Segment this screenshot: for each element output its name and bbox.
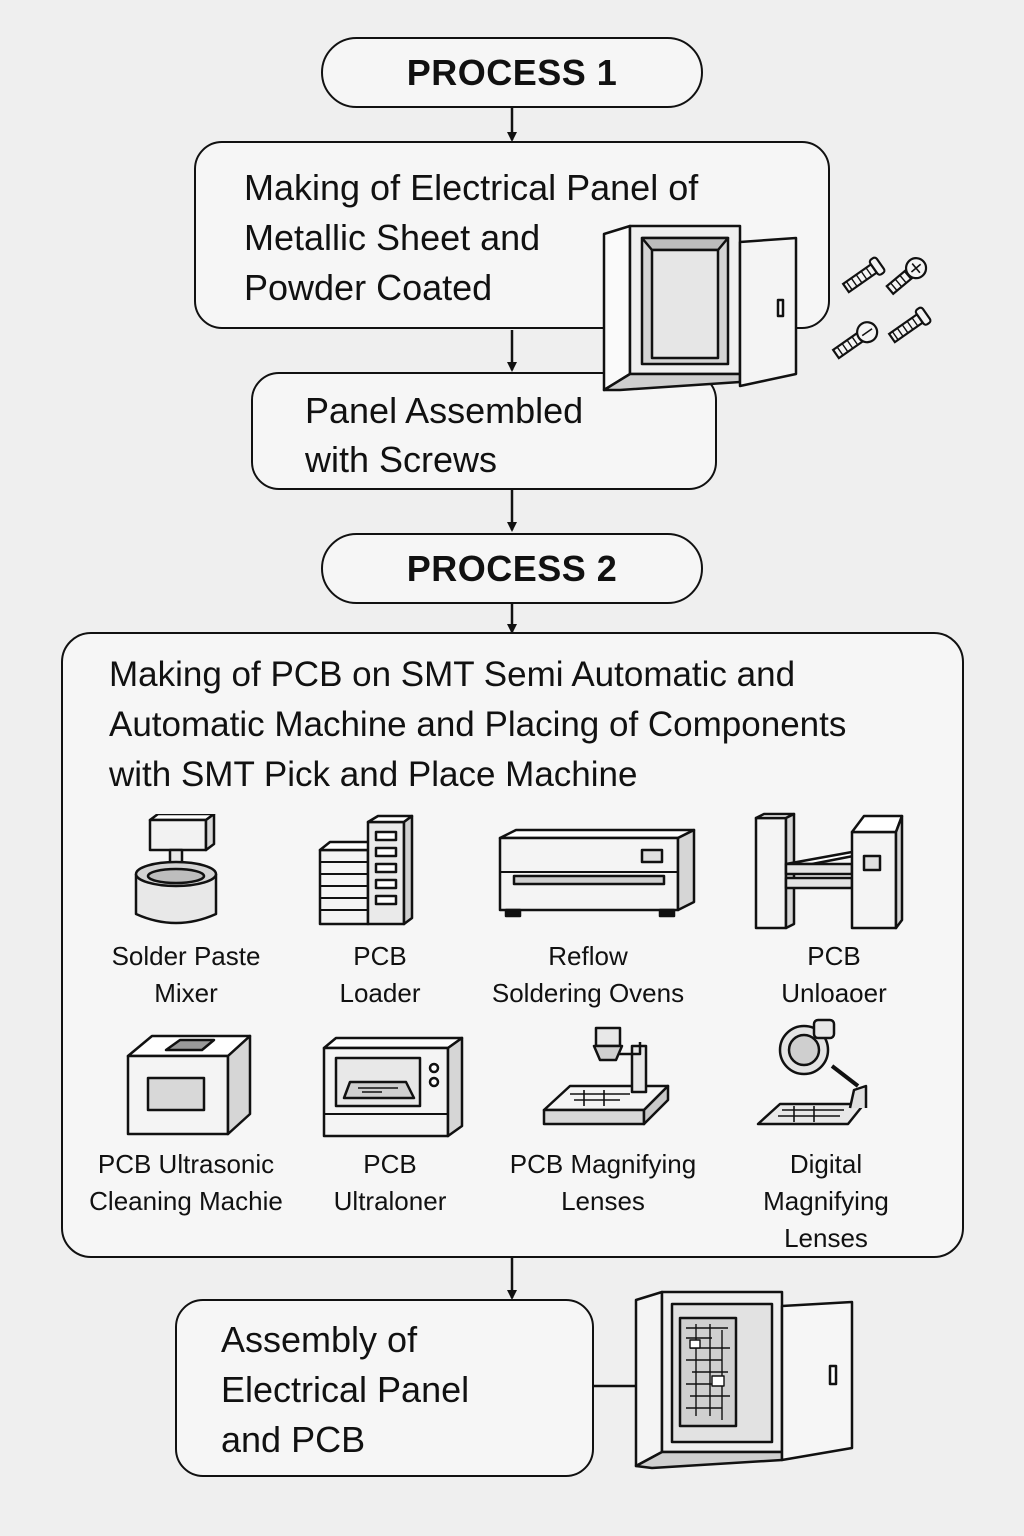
- step2-line: with Screws: [305, 439, 498, 480]
- screws-icon: [831, 256, 932, 360]
- reflow-oven-icon: [498, 828, 696, 918]
- machine-label-pcb-unloader: PCB Unloaoer: [781, 941, 887, 1008]
- machine-label-solder-paste-mixer: Solder Paste Mixer: [111, 941, 261, 1008]
- machine-label-ultrasonic-cleaner: PCB Ultrasonic Cleaning Machie: [89, 1149, 283, 1216]
- pcb-title-line: Automatic Machine and Placing of Compone…: [109, 705, 847, 744]
- pcb-unloader-icon: [754, 812, 904, 930]
- solder-paste-mixer-icon: [134, 814, 218, 925]
- pcb-title-line: with SMT Pick and Place Machine: [109, 755, 638, 794]
- pcb-making-box: Making of PCB on SMT Semi Automatic and …: [61, 632, 964, 1258]
- ultrasonic-cleaner-icon: [126, 1034, 252, 1136]
- machine-label-reflow-oven: Reflow Soldering Ovens: [491, 941, 685, 1008]
- process2-header: PROCESS 2: [321, 533, 703, 604]
- digital-magnifier-icon: [756, 1018, 868, 1126]
- machine-label-pcb-magnifying-lenses: PCB Magnifying Lenses: [509, 1149, 697, 1216]
- final-assembly-box: Assembly of Electrical Panel and PCB: [175, 1299, 594, 1477]
- pcb-title-line: Making of PCB on SMT Semi Automatic and: [109, 655, 796, 694]
- pcb-ultraloner-icon: [322, 1036, 464, 1138]
- magnifying-lens-icon: [542, 1026, 670, 1126]
- step1-line: Making of Electrical Panel of: [244, 167, 699, 208]
- step1-line: Powder Coated: [244, 267, 493, 308]
- process1-header: PROCESS 1: [321, 37, 703, 108]
- final-line: Electrical Panel: [221, 1369, 470, 1410]
- machine-label-pcb-ultraloner: PCB Ultraloner: [333, 1149, 447, 1216]
- process1-step1-text: Making of Electrical Panel of Metallic S…: [244, 163, 698, 313]
- process1-step2-box: Panel Assembled with Screws: [251, 372, 717, 490]
- pcb-loader-icon: [318, 814, 414, 926]
- machine-label-pcb-loader: PCB Loader: [339, 941, 421, 1008]
- step1-line: Metallic Sheet and: [244, 217, 541, 258]
- final-assembly-text: Assembly of Electrical Panel and PCB: [221, 1315, 469, 1465]
- final-line: and PCB: [221, 1419, 366, 1460]
- process2-header-label: PROCESS 2: [406, 547, 618, 589]
- final-line: Assembly of: [221, 1319, 418, 1360]
- machine-label-digital-magnifying-lenses: Digital Magnifying Lenses: [763, 1149, 889, 1253]
- step2-line: Panel Assembled: [305, 390, 584, 431]
- process1-header-label: PROCESS 1: [406, 51, 618, 93]
- process1-step2-text: Panel Assembled with Screws: [305, 386, 583, 484]
- pcb-making-title: Making of PCB on SMT Semi Automatic and …: [109, 650, 846, 800]
- electrical-cabinet-icon: [602, 224, 798, 392]
- panel-with-pcb-icon: [634, 1290, 854, 1470]
